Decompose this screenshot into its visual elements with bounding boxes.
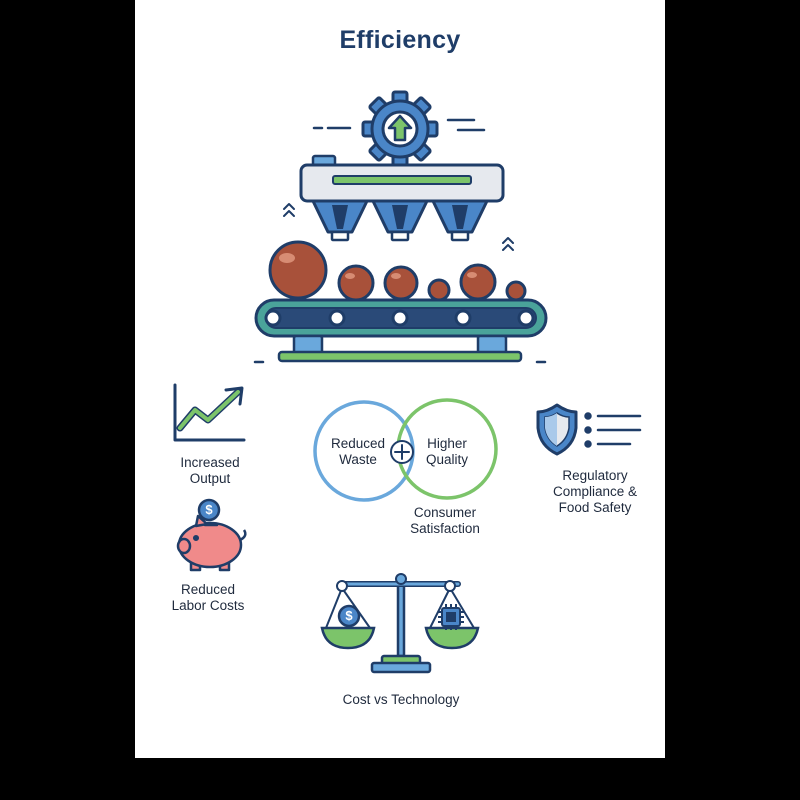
conveyor-belt xyxy=(253,298,548,364)
label-reduced-waste: Reduced Waste xyxy=(330,436,386,467)
piggy-bank-icon xyxy=(176,514,247,572)
label-reduced-labor-costs: Reduced Labor Costs xyxy=(171,582,245,613)
chip-icon xyxy=(438,604,464,630)
scale-coin-symbol: $ xyxy=(345,608,353,623)
dollar-coin-symbol: $ xyxy=(205,502,213,517)
gear-up-arrow-icon xyxy=(312,90,486,168)
label-regulatory-compliance: Regulatory Compliance & Food Safety xyxy=(552,468,638,515)
label-increased-output: Increased Output xyxy=(180,455,240,486)
label-cost-vs-technology: Cost vs Technology xyxy=(342,692,460,707)
product-balls xyxy=(268,240,527,302)
balance-scale-icon xyxy=(320,573,480,674)
dollar-coin-icon xyxy=(197,498,221,522)
machine-hopper xyxy=(283,154,514,251)
checklist-lines xyxy=(584,412,642,448)
label-consumer-satisfaction: Consumer Satisfaction xyxy=(410,505,480,536)
plus-icon xyxy=(390,440,414,464)
shield-icon xyxy=(536,403,578,456)
growth-chart-icon xyxy=(173,383,246,442)
label-higher-quality: Higher Quality xyxy=(425,436,469,467)
page-title: Efficiency xyxy=(339,26,461,54)
